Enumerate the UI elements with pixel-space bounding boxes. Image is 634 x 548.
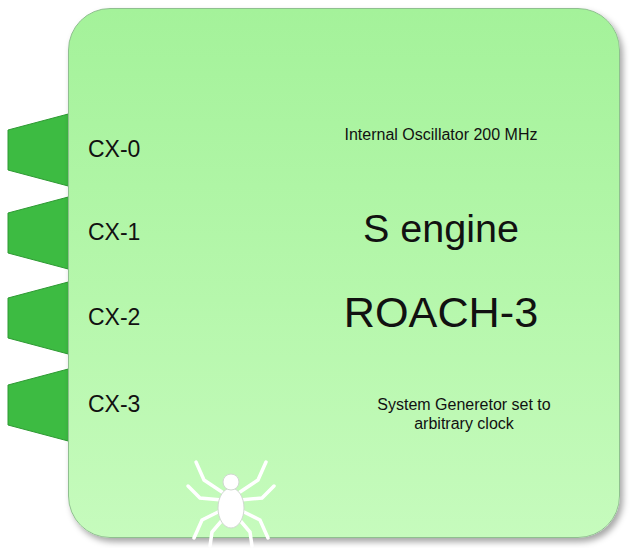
board-text: Internal Oscillator 200 MHz — [326, 125, 556, 144]
connector-tab — [8, 113, 72, 187]
port-label: CX-3 — [88, 391, 140, 418]
port-label: CX-1 — [88, 219, 140, 246]
port-label: CX-2 — [88, 304, 140, 331]
board-box: Internal Oscillator 200 MHzS engineROACH… — [68, 8, 620, 538]
connector-tab — [8, 368, 72, 442]
board-text: ROACH-3 — [251, 287, 631, 339]
board-text: S engine — [261, 205, 621, 253]
board-text: System Generetor set to arbitrary clock — [364, 395, 564, 433]
connector-tab — [8, 196, 72, 270]
port-label: CX-0 — [88, 136, 140, 163]
connector-tab — [8, 281, 72, 355]
